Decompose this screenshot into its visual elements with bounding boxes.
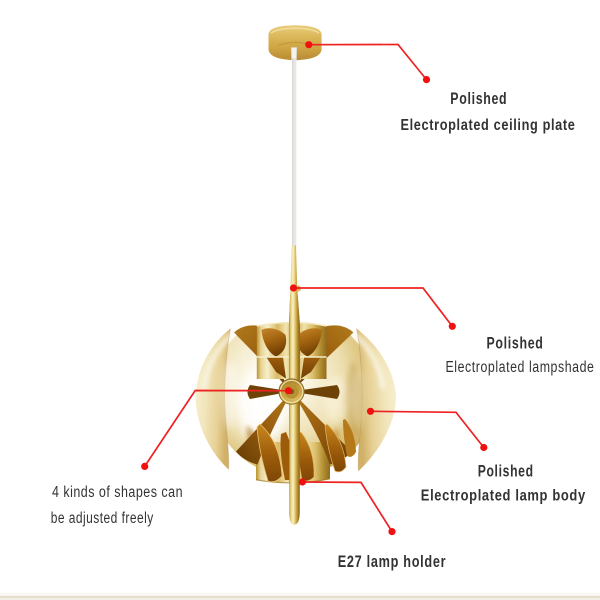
svg-text:Electroplated lampshade: Electroplated lampshade [446,359,595,376]
svg-text:Polished: Polished [450,90,507,108]
svg-text:Polished: Polished [478,463,534,481]
svg-text:be adjusted freely: be adjusted freely [51,510,154,527]
svg-text:E27 lamp holder: E27 lamp holder [338,553,447,571]
svg-text:Electroplated lamp body: Electroplated lamp body [421,487,586,504]
svg-text:4 kinds of shapes can: 4 kinds of shapes can [52,484,183,501]
svg-text:Polished: Polished [487,334,544,352]
svg-text:Electroplated ceiling plate: Electroplated ceiling plate [401,117,576,134]
